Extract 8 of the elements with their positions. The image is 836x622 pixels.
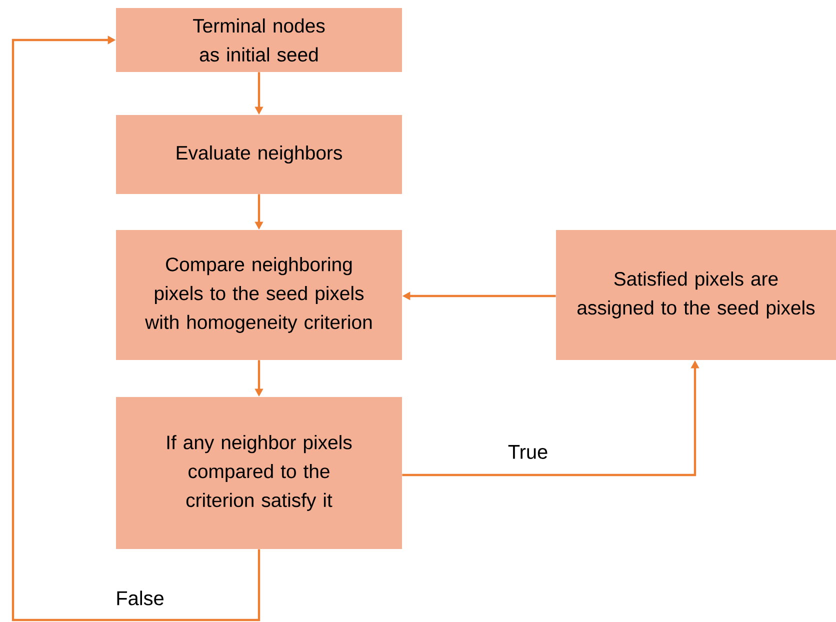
process-box: Evaluate neighbors [116, 115, 402, 194]
process-box: Terminal nodes as initial seed [116, 8, 402, 72]
arrow [12, 36, 260, 622]
process-box: If any neighbor pixels compared to the criterion satisfy it [116, 397, 402, 549]
edge-label: False [117, 590, 164, 606]
process-box: Compare neighboring pixels to the seed pixels with homogeneity criterion [116, 230, 402, 360]
edge-label: True [508, 445, 548, 459]
process-box: Satisfied pixels are assigned to the seed pixels [556, 230, 836, 360]
